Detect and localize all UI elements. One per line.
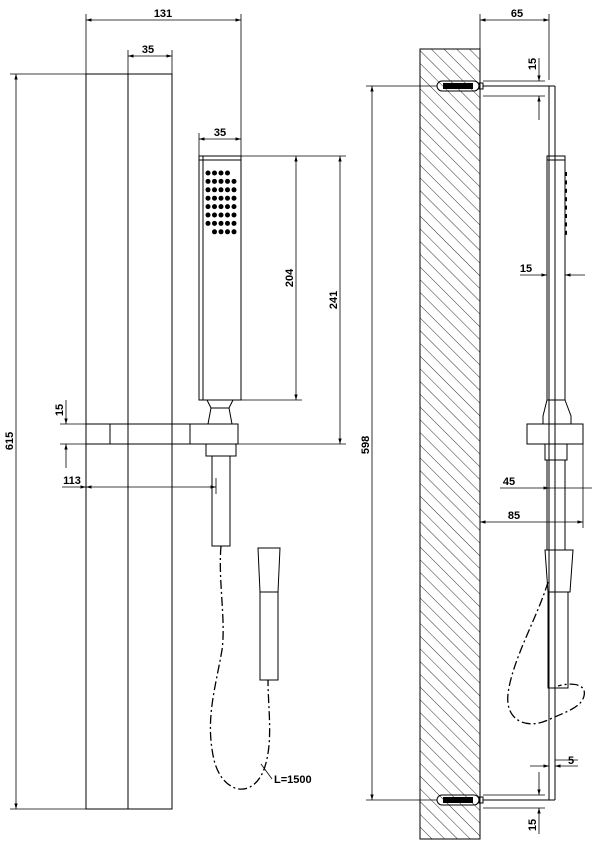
dim-handshower-total: 241 bbox=[328, 291, 340, 309]
side-nozzle bbox=[565, 197, 567, 202]
nozzle bbox=[212, 212, 217, 218]
nozzle bbox=[231, 178, 237, 184]
nozzle bbox=[225, 212, 230, 218]
handshower bbox=[198, 155, 242, 425]
nozzle bbox=[212, 187, 217, 193]
nozzle bbox=[231, 195, 237, 201]
dim-fixing-centres: 598 bbox=[360, 436, 372, 454]
nozzle bbox=[205, 170, 211, 176]
nozzle bbox=[231, 220, 237, 226]
side-nozzle bbox=[565, 180, 567, 185]
nozzle bbox=[218, 170, 224, 176]
dim-bracket-top: 15 bbox=[527, 58, 539, 70]
nozzle bbox=[212, 220, 217, 226]
nozzle bbox=[205, 195, 211, 201]
nozzle bbox=[212, 195, 217, 201]
nozzle-grid bbox=[205, 170, 237, 235]
nozzle bbox=[205, 220, 211, 226]
side-nozzle-row bbox=[565, 172, 567, 235]
nozzle bbox=[212, 204, 217, 210]
nozzle bbox=[205, 178, 211, 184]
nozzle bbox=[218, 229, 224, 235]
slide-rail bbox=[85, 73, 173, 810]
nozzle bbox=[212, 170, 217, 176]
nozzle bbox=[212, 178, 217, 184]
dim-bracket-bottom: 15 bbox=[527, 819, 539, 831]
side-handshower-alt bbox=[544, 549, 574, 689]
dim-projection: 65 bbox=[511, 8, 523, 20]
dim-slider-height: 15 bbox=[54, 404, 66, 416]
handshower-alt bbox=[257, 547, 281, 681]
hose-length-label: L=1500 bbox=[274, 774, 312, 786]
side-nozzle bbox=[565, 230, 567, 235]
nozzle bbox=[218, 204, 224, 210]
nozzle bbox=[225, 170, 230, 176]
nozzle bbox=[231, 212, 237, 218]
nozzle bbox=[218, 212, 224, 218]
side-nozzle bbox=[565, 172, 567, 176]
nozzle bbox=[205, 187, 211, 193]
dim-rail-offset: 45 bbox=[503, 476, 515, 488]
nozzle bbox=[231, 187, 237, 193]
dim-handshower-depth: 15 bbox=[520, 263, 532, 275]
side-nozzle bbox=[565, 214, 567, 218]
nozzle bbox=[231, 229, 237, 235]
nozzle bbox=[218, 195, 224, 201]
nozzle bbox=[212, 229, 217, 235]
front-view: 131 35 35 204 241 15 615 bbox=[4, 8, 346, 810]
nozzle bbox=[218, 187, 224, 193]
slider-holder bbox=[85, 423, 239, 547]
dim-hose-offset: 5 bbox=[568, 755, 574, 767]
nozzle bbox=[205, 212, 211, 218]
side-dimensions: 65 15 598 15 45 85 5 bbox=[360, 8, 592, 834]
shower-hose bbox=[209, 545, 271, 790]
wall-section bbox=[419, 48, 481, 840]
side-rail bbox=[483, 85, 556, 801]
nozzle bbox=[225, 220, 230, 226]
nozzle bbox=[225, 187, 230, 193]
dim-handshower-length: 204 bbox=[284, 268, 296, 287]
dim-rail-height: 615 bbox=[4, 432, 16, 450]
nozzle bbox=[205, 204, 211, 210]
side-view: 65 15 598 15 45 85 5 bbox=[360, 8, 592, 840]
dim-rail-width: 35 bbox=[142, 44, 154, 56]
side-nozzle bbox=[565, 205, 567, 210]
front-dimensions: 131 35 35 204 241 15 615 bbox=[4, 8, 346, 810]
side-hose bbox=[507, 581, 585, 725]
nozzle bbox=[231, 204, 237, 210]
side-nozzle bbox=[565, 222, 567, 227]
nozzle bbox=[225, 178, 230, 184]
nozzle bbox=[218, 178, 224, 184]
nozzle bbox=[218, 220, 224, 226]
dim-outlet-offset: 113 bbox=[63, 475, 81, 487]
nozzle bbox=[225, 229, 230, 235]
nozzle bbox=[225, 204, 230, 210]
dim-handshower-width: 35 bbox=[214, 127, 226, 139]
side-nozzle bbox=[565, 188, 567, 193]
side-handshower bbox=[542, 155, 572, 425]
nozzle bbox=[225, 195, 230, 201]
dim-holder-projection: 85 bbox=[508, 510, 520, 522]
dim-total-width: 131 bbox=[154, 8, 172, 20]
